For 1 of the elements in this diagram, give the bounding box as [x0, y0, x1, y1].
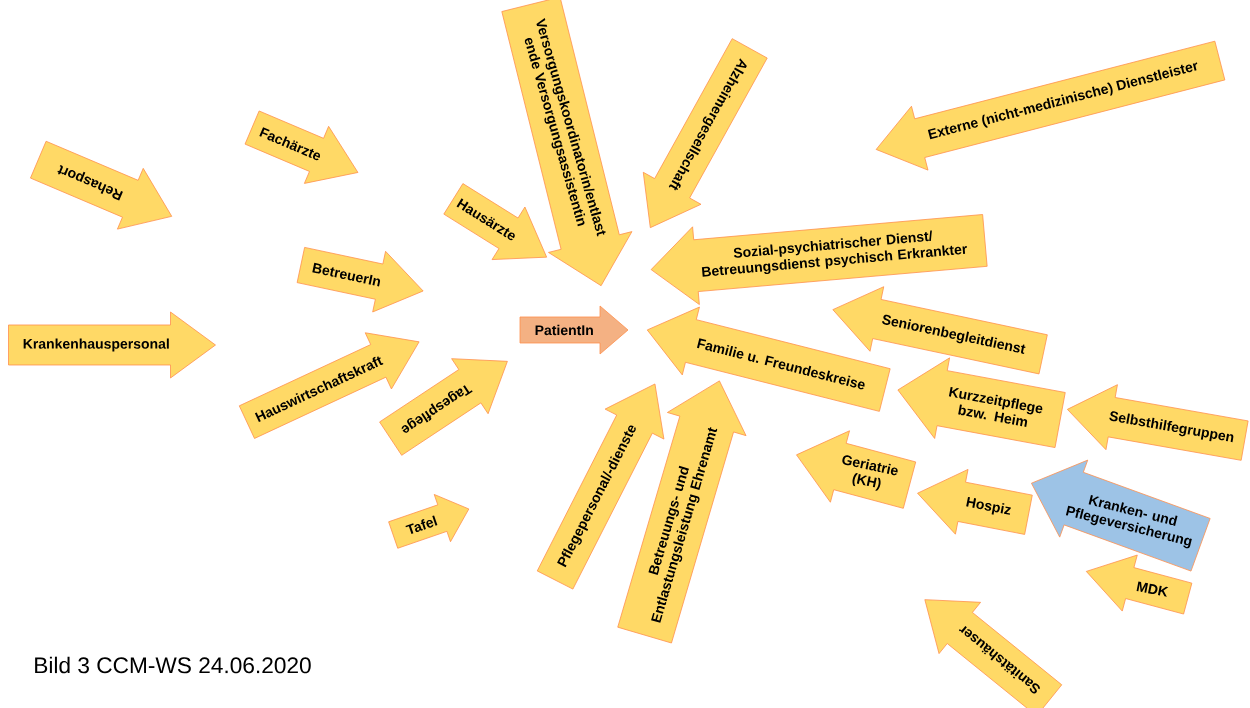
caption: Bild 3 CCM-WS 24.06.2020 [35, 656, 311, 674]
